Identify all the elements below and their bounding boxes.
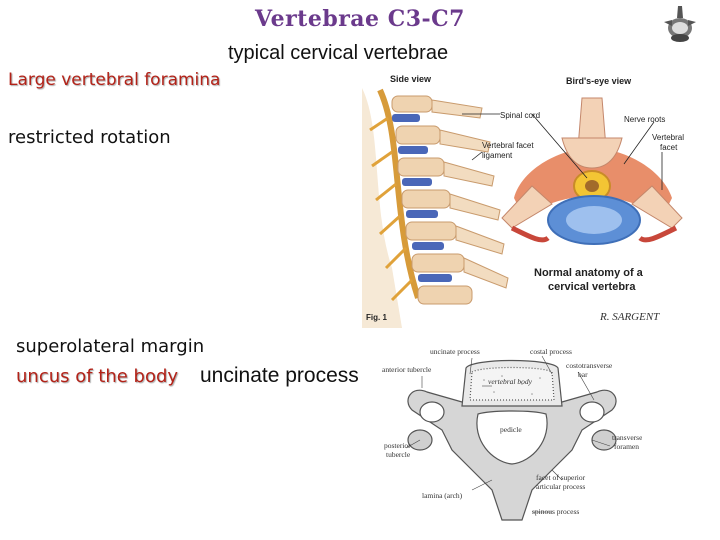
vertebral-body-annotation: vertebral body bbox=[488, 377, 533, 386]
nerve-roots-label: Nerve roots bbox=[624, 115, 665, 124]
vertebra-outline bbox=[407, 359, 617, 521]
vertebral-facet-label-1: Vertebral bbox=[652, 133, 684, 142]
facet-superior-annotation-1: facet of superior bbox=[536, 473, 586, 482]
label-uncinate-process: uncinate process bbox=[200, 364, 359, 387]
transverse-foramen-annotation-1: transverse bbox=[612, 433, 642, 442]
costal-process-annotation: costal process bbox=[530, 347, 572, 356]
facet-superior-annotation-2: articular process bbox=[536, 482, 585, 491]
artist-signature: R. SARGENT bbox=[599, 311, 660, 323]
label-uncus-of-body: uncus of the body bbox=[16, 366, 179, 387]
facet-ligament-label-2: ligament bbox=[482, 151, 513, 160]
uncinate-process-annotation: uncinate process bbox=[430, 347, 480, 356]
vertebral-facet-label-2: facet bbox=[660, 143, 678, 152]
cervical-anatomy-figure: Side view Bird's-eye view Spinal cord Ve… bbox=[362, 74, 684, 328]
posterior-tubercle-annotation-2: tubercle bbox=[386, 450, 411, 459]
caption-line-1: Normal anatomy of a bbox=[534, 267, 644, 279]
side-view-label: Side view bbox=[390, 74, 432, 84]
birds-eye-label: Bird's-eye view bbox=[566, 76, 632, 86]
vertebra-logo-icon bbox=[664, 6, 696, 42]
birds-eye-vertebra bbox=[501, 97, 683, 245]
label-superolateral-margin: superolateral margin bbox=[16, 336, 205, 357]
label-restricted-rotation: restricted rotation bbox=[8, 127, 171, 148]
slide-title: Vertebrae C3-C7 bbox=[255, 6, 465, 32]
spinous-process-annotation: spinous process bbox=[532, 507, 579, 516]
vertebra-superior-view-figure: uncinate process costal process anterior… bbox=[382, 347, 642, 521]
side-view-spine bbox=[362, 88, 509, 328]
spinal-cord-label: Spinal cord bbox=[500, 111, 540, 120]
posterior-tubercle-annotation-1: posterior bbox=[384, 441, 411, 450]
label-vertebral-foramina: Large vertebral foramina bbox=[8, 70, 221, 90]
transverse-foramen-annotation-2: foramen bbox=[614, 442, 639, 451]
speckle-texture bbox=[483, 375, 541, 395]
slide-subtitle: typical cervical vertebrae bbox=[228, 42, 449, 64]
costotransverse-annotation-1: costotransverse bbox=[566, 361, 613, 370]
anterior-tubercle-annotation: anterior tubercle bbox=[382, 365, 432, 374]
facet-ligament-label-1: Vertebral facet bbox=[482, 141, 534, 150]
lamina-annotation: lamina (arch) bbox=[422, 491, 463, 500]
pedicle-annotation: pedicle bbox=[500, 425, 522, 434]
caption-line-2: cervical vertebra bbox=[548, 281, 636, 293]
figure-number: Fig. 1 bbox=[366, 313, 387, 322]
costotransverse-annotation-2: bar bbox=[578, 370, 588, 379]
